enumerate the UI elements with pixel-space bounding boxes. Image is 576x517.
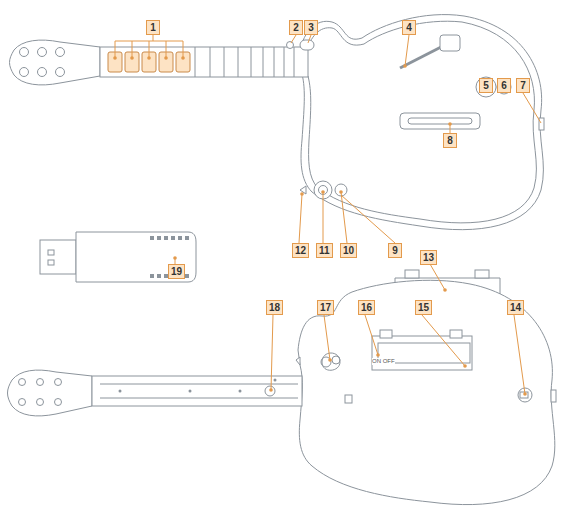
callout-number: 5: [479, 78, 493, 93]
callout-number: 18: [266, 300, 283, 315]
callout-number: 14: [507, 300, 524, 315]
callout-number: 8: [443, 133, 457, 148]
switch-label: ON OFF: [372, 358, 395, 365]
callout-number: 16: [358, 300, 375, 315]
callout-number: 7: [516, 78, 530, 93]
callout-number: 3: [304, 20, 318, 35]
callout-number: 13: [420, 250, 437, 265]
callout-number: 1: [146, 20, 160, 35]
callout-number: 4: [402, 20, 416, 35]
callout-number: 17: [317, 300, 334, 315]
callout-number: 9: [388, 243, 402, 258]
callout-number: 19: [168, 264, 185, 279]
callout-number: 10: [340, 243, 357, 258]
callout-number: 12: [292, 243, 309, 258]
callout-number: 15: [415, 300, 432, 315]
callout-number: 11: [316, 243, 333, 258]
callout-number: 2: [289, 20, 303, 35]
callout-number: 6: [497, 78, 511, 93]
